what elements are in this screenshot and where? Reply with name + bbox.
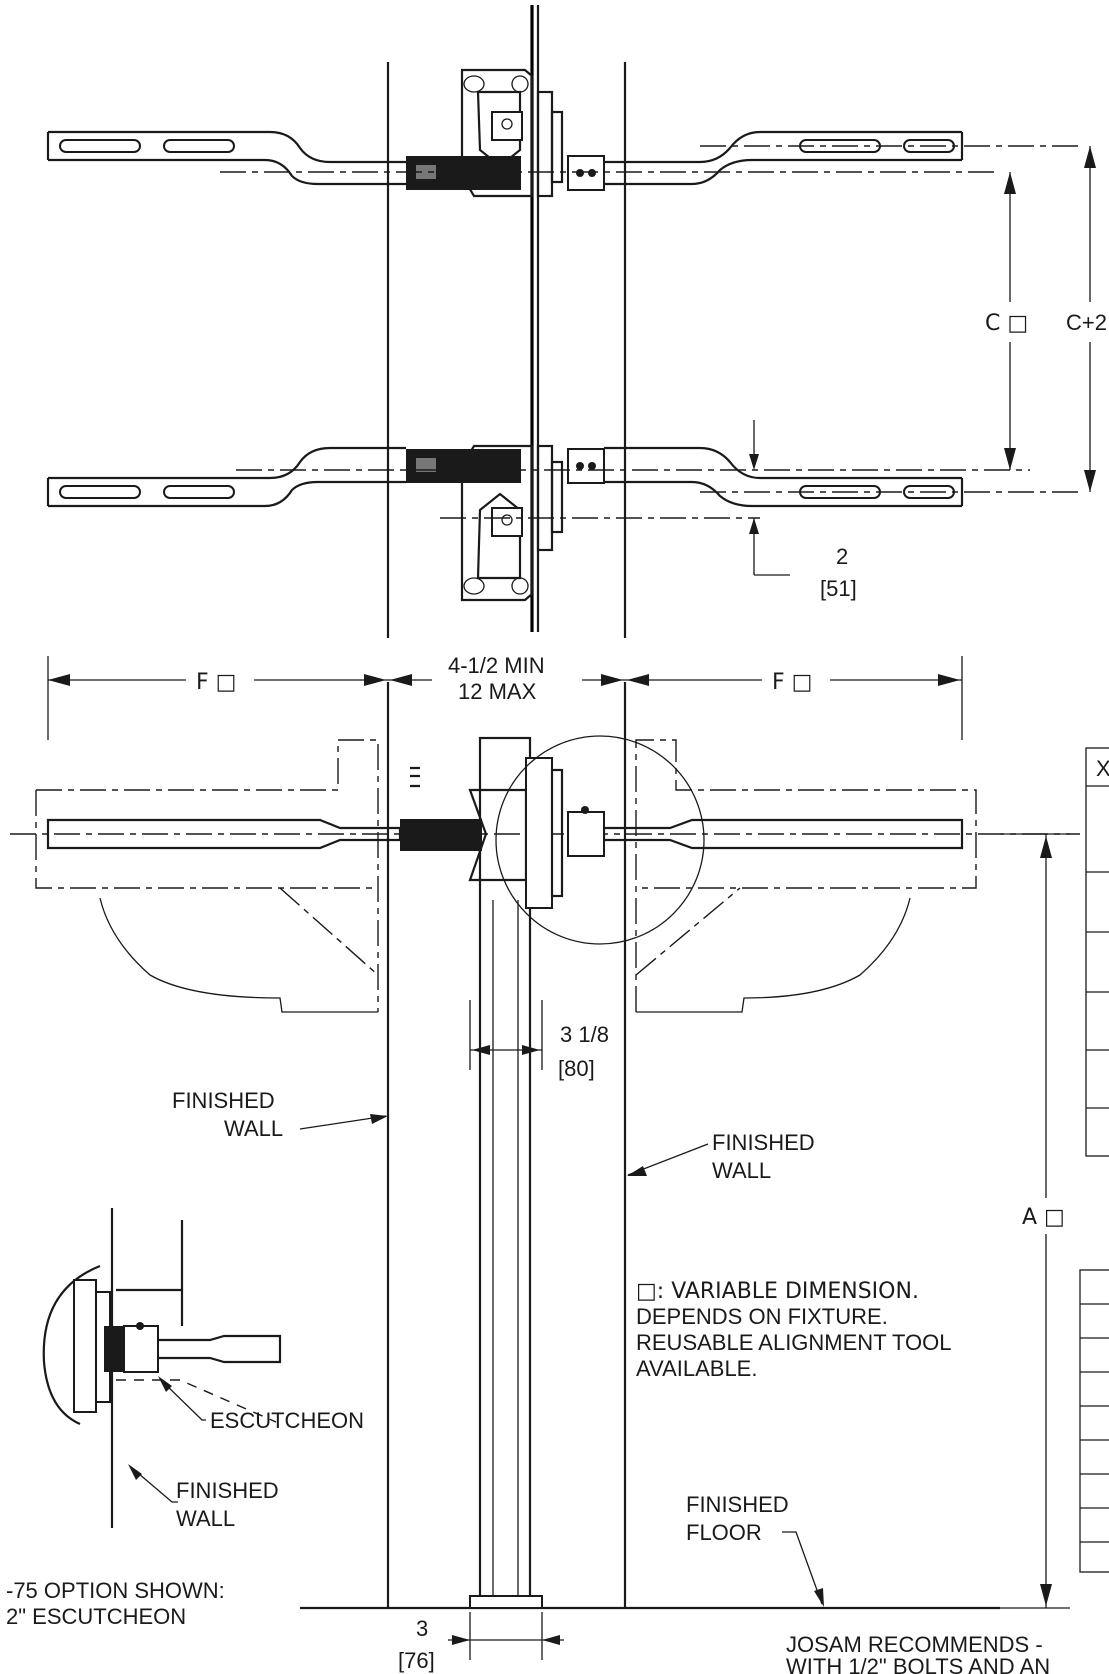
dim-f-right-label: F □	[772, 670, 812, 695]
label-finished-wall-detail-2: WALL	[176, 1506, 235, 1531]
dimension-c: C □	[985, 172, 1035, 470]
fixture-outline-right	[635, 739, 977, 1013]
dimension-three-eighth: 3 1/8 [80]	[469, 1000, 609, 1081]
label-escutcheon: ESCUTCHEON	[210, 1408, 364, 1433]
option-table-lower	[1079, 1269, 1109, 1573]
dim-two-mm: [51]	[820, 576, 857, 601]
svg-text:WALL: WALL	[712, 1158, 771, 1183]
label-finished-wall-right: FINISHED WALL	[627, 1130, 815, 1183]
svg-text:FINISHED: FINISHED	[712, 1130, 815, 1155]
option-caption-2: 2" ESCUTCHEON	[6, 1604, 186, 1629]
svg-text:AVAILABLE.: AVAILABLE.	[636, 1356, 757, 1381]
svg-text:FINISHED: FINISHED	[172, 1088, 275, 1113]
table-header: X	[1096, 756, 1109, 781]
dim-f-left-label: F □	[196, 670, 236, 695]
svg-text:DEPENDS ON FIXTURE.: DEPENDS ON FIXTURE.	[636, 1304, 888, 1329]
dimension-wall-width: 4-1/2 MIN 12 MAX	[388, 650, 625, 710]
dim-three-label: 3	[416, 1616, 428, 1641]
dimension-c-plus: C+2	[1064, 146, 1109, 492]
dim-wall-min: 4-1/2 MIN	[448, 653, 545, 678]
dimension-three: 3 [76]	[398, 1612, 564, 1673]
plan-view: C □ C+2 2 [51]	[46, 5, 1109, 638]
svg-text:FINISHED: FINISHED	[686, 1492, 789, 1517]
upper-arm-assembly	[46, 68, 1080, 198]
svg-text:FLOOR: FLOOR	[686, 1520, 762, 1545]
fixture-outline-left	[35, 739, 379, 1013]
dim-wall-max: 12 MAX	[458, 679, 537, 704]
footer-line-2: WITH 1/2" BOLTS AND AN	[786, 1654, 1050, 1674]
dimension-f-left: F □	[47, 656, 388, 740]
option-caption-1: -75 OPTION SHOWN:	[6, 1578, 225, 1603]
elevation-view: F □ 4-1/2 MIN 12 MAX F □	[10, 650, 1080, 1673]
option-table-upper: X	[1085, 747, 1109, 1157]
lower-arm-assembly	[46, 444, 1080, 602]
label-finished-wall-detail-1: FINISHED	[176, 1478, 279, 1503]
dim-c-label: C □	[985, 311, 1028, 336]
label-finished-floor: FINISHED FLOOR	[686, 1492, 824, 1607]
dim-three-eighth-mm: [80]	[558, 1056, 595, 1081]
escutcheon-detail: ESCUTCHEON FINISHED WALL	[42, 1208, 364, 1531]
svg-text:□: VARIABLE DIMENSION.: □: VARIABLE DIMENSION.	[636, 1279, 919, 1304]
dim-a-label: A □	[1022, 1205, 1065, 1230]
dim-three-mm: [76]	[398, 1648, 435, 1673]
svg-text:REUSABLE ALIGNMENT TOOL: REUSABLE ALIGNMENT TOOL	[636, 1330, 951, 1355]
dimension-f-right: F □	[625, 656, 963, 740]
footer-line-1: JOSAM RECOMMENDS -	[786, 1632, 1043, 1657]
svg-text:WALL: WALL	[224, 1116, 283, 1141]
carrier-upright	[468, 735, 705, 1609]
dimension-a: A □	[1000, 833, 1070, 1609]
variable-dimension-note: □: VARIABLE DIMENSION. DEPENDS ON FIXTUR…	[636, 1279, 951, 1381]
dim-three-eighth-label: 3 1/8	[560, 1022, 609, 1047]
label-finished-wall-left: FINISHED WALL	[172, 1088, 388, 1141]
dim-two-label: 2	[836, 544, 848, 569]
dim-c-plus-label: C+2	[1066, 310, 1107, 335]
dimension-two: 2 [51]	[749, 420, 857, 601]
